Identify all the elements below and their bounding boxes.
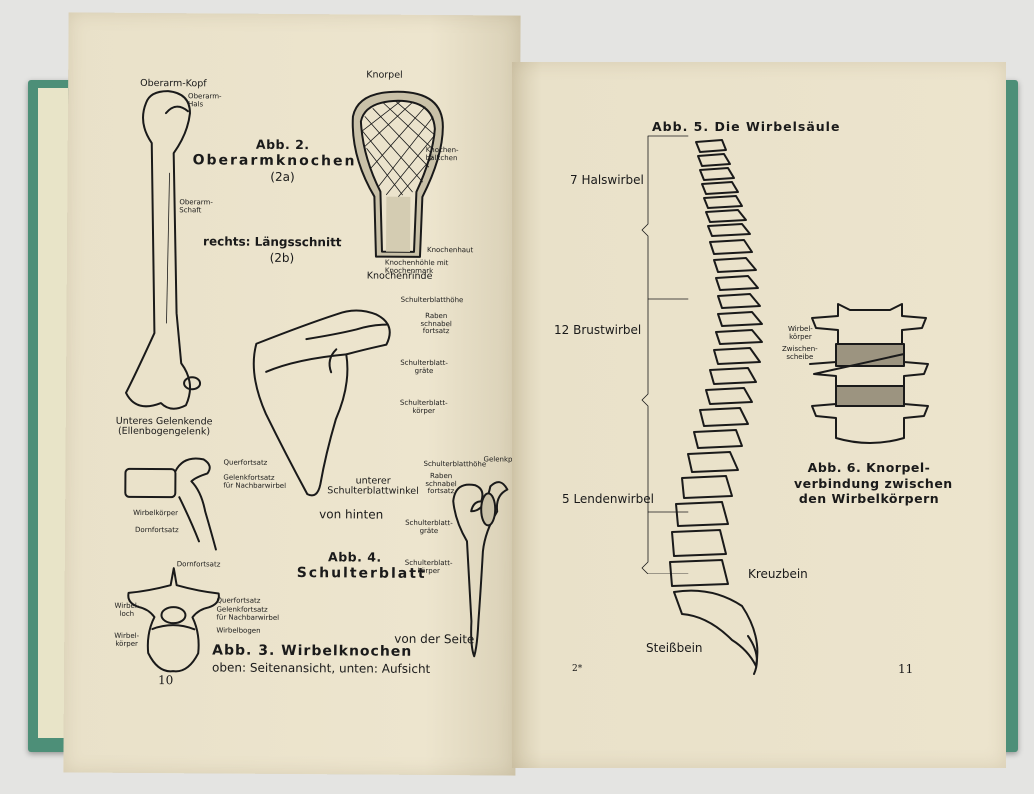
label-querfortsatz: Querfortsatz <box>223 458 268 467</box>
label-unterer-winkel: unterer Schulterblattwinkel <box>327 475 419 498</box>
spine-drawing <box>669 139 763 675</box>
label-fig6-zwischenscheibe: Zwischen- scheibe <box>782 345 818 361</box>
fig4-caption-title: Abb. 4. <box>327 549 382 565</box>
label-knochenhaut: Knochenhaut <box>426 245 474 255</box>
label-wirbelbogen: Wirbelbogen <box>216 626 261 635</box>
fig3-caption-title: Abb. 3. Wirbelknochen <box>212 642 413 660</box>
page-number-left: 10 <box>157 673 174 688</box>
label-dornfortsatz: Dornfortsatz <box>135 525 179 535</box>
fig2-caption-right-sub: (2b) <box>269 250 295 266</box>
label-wirbelkoerper: Wirbelkörper <box>133 508 179 518</box>
label-schulterblatthoehe: Schulterblatthöhe <box>400 295 464 305</box>
label-knochenbalkchen: Knochen- bälkchen <box>425 145 459 162</box>
label-knorpel: Knorpel <box>366 69 403 81</box>
bone-section-drawing <box>351 90 444 258</box>
page-number-right: 11 <box>898 662 914 676</box>
endpaper <box>38 88 68 738</box>
label-schulterblattkoerper: Schulterblatt- körper <box>399 398 448 415</box>
label-side-schulterblattkoerper: Schulterblatt- körper <box>404 558 453 575</box>
label-wirbelloch: Wirbel- loch <box>114 601 140 618</box>
label-side-schulterblattgraete: Schulterblatt- gräte <box>405 518 453 535</box>
left-page: Oberarm-Kopf Oberarm- Hals Oberarm- Scha… <box>63 12 532 776</box>
fig2-caption-name: Oberarmknochen <box>192 152 357 170</box>
label-oberarm-kopf: Oberarm-Kopf <box>140 77 207 90</box>
label-oberarm-schaft: Oberarm- Schaft <box>179 198 213 215</box>
humerus-drawing <box>125 90 202 410</box>
fig2-caption-title: Abb. 2. <box>255 136 310 153</box>
spine-brackets <box>641 135 689 574</box>
label-lendenwirbel: 5 Lendenwirbel <box>562 492 654 506</box>
fig5-caption: Abb. 5. Die Wirbelsäule <box>652 119 841 134</box>
label-rabenschnabel: Raben schnabel fortsatz <box>420 311 452 336</box>
label-kreuzbein: Kreuzbein <box>748 567 808 581</box>
signature-mark: 2* <box>572 664 583 674</box>
label-side-schulterblatthoehe: Schulterblatthöhe <box>423 459 487 469</box>
label-halswirbel: 7 Halswirbel <box>570 173 644 187</box>
label-gelenkfortsatz-top: Gelenkfortsatz für Nachbarwirbel <box>216 605 280 622</box>
fig3-caption-sub: oben: Seitenansicht, unten: Aufsicht <box>212 660 431 676</box>
label-knochenrinde: Knochenrinde <box>366 270 433 282</box>
right-page: Abb. 5. Die Wirbelsäule 7 Halswirbel 12 … <box>512 62 1006 768</box>
label-steissbein: Steißbein <box>646 641 703 655</box>
label-fig6-wirbelkoerper: Wirbel- körper <box>788 325 813 341</box>
vertebra-side-drawing <box>124 457 217 551</box>
label-gelenkende: Unteres Gelenkende (Ellenbogengelenk) <box>115 415 213 438</box>
fig2-caption-sub: (2a) <box>270 169 295 185</box>
scapula-back-drawing <box>252 309 391 497</box>
label-von-hinten: von hinten <box>319 507 384 522</box>
label-schulterblattgraete: Schulterblatt- gräte <box>400 358 448 375</box>
fig6-caption: Abb. 6. Knorpel- verbindung zwischen den… <box>794 460 953 507</box>
label-side-rabenschnabel: Raben schnabel fortsatz <box>425 471 457 496</box>
fig2-caption-right: rechts: Längsschnitt <box>203 234 342 250</box>
label-oberarm-hals: Oberarm- Hals <box>187 92 222 109</box>
label-dornfortsatz-top: Dornfortsatz <box>176 560 221 569</box>
label-querfortsatz-top: Querfortsatz <box>216 596 261 605</box>
label-gelenkfortsatz: Gelenkfortsatz für Nachbarwirbel <box>223 473 287 490</box>
disc-drawing <box>809 303 929 444</box>
fig4-caption-name: Schulterblatt <box>296 565 427 582</box>
vertebra-top-drawing <box>127 567 220 673</box>
label-wirbelkoerper-top: Wirbel- körper <box>114 631 140 648</box>
scapula-side-drawing <box>452 481 509 658</box>
label-brustwirbel: 12 Brustwirbel <box>554 323 642 337</box>
